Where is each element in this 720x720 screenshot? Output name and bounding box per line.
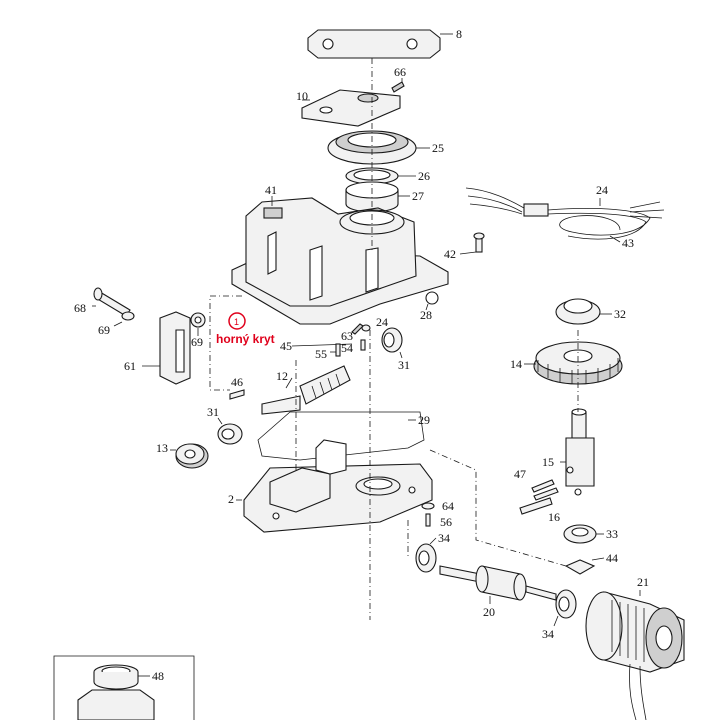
annotation-label: horný kryt	[216, 332, 275, 346]
callout-47: 47	[514, 467, 526, 481]
callout-61: 61	[124, 359, 136, 373]
part-69-washer-right: 69	[190, 312, 206, 349]
callout-41: 41	[265, 183, 277, 197]
part-20-rotor: 20	[439, 565, 557, 619]
part-56-screw: 56	[425, 513, 452, 529]
callout-48: 48	[152, 669, 164, 683]
part-33-bearing: 33	[563, 524, 618, 544]
callout-54: 54	[341, 341, 353, 355]
callout-55: 55	[315, 347, 327, 361]
callout-31a: 31	[398, 358, 410, 372]
part-21-stator: 21	[585, 575, 685, 720]
callout-25: 25	[432, 141, 444, 155]
part-12-worm-shaft: 12	[261, 365, 351, 415]
callout-15: 15	[542, 455, 554, 469]
callout-8: 8	[456, 27, 462, 41]
annotation-number: 1	[234, 317, 239, 327]
part-24-cable: 24 43	[465, 183, 665, 250]
part-32-bearing: 32	[555, 298, 626, 325]
callout-31b: 31	[207, 405, 219, 419]
callout-2: 2	[228, 492, 234, 506]
part-54-screw: 54	[341, 339, 366, 355]
part-61-bracket: 61	[124, 311, 191, 385]
callout-64: 64	[442, 499, 454, 513]
part-16-pin: 16	[519, 497, 560, 524]
part-44-washer: 44	[564, 551, 618, 575]
callout-16: 16	[548, 510, 560, 524]
callout-69b: 69	[191, 335, 203, 349]
callout-24b: 24	[376, 315, 388, 329]
callout-45: 45	[280, 339, 292, 353]
callout-24a: 24	[596, 183, 608, 197]
callout-34a: 34	[438, 531, 450, 545]
callout-46: 46	[231, 375, 243, 389]
callout-33: 33	[606, 527, 618, 541]
callout-68: 68	[74, 301, 86, 315]
part-24-grommet: 24	[361, 315, 388, 332]
callout-14: 14	[510, 357, 522, 371]
part-8-top-plate: 8	[307, 27, 462, 59]
part-14-gear: 14	[510, 341, 623, 385]
part-42-screw: 42	[444, 232, 485, 261]
part-64-washer: 64	[421, 499, 454, 513]
callout-34b: 34	[542, 627, 554, 641]
part-46-key: 46	[229, 375, 245, 400]
inset-panel: 48	[53, 655, 195, 720]
part-41-upper-cover: 41	[231, 183, 449, 325]
callout-20: 20	[483, 605, 495, 619]
callout-10: 10	[296, 89, 308, 103]
part-45-rod: 45	[280, 339, 353, 353]
part-55-screw: 55	[315, 343, 341, 361]
part-66-pin: 66	[391, 65, 406, 93]
part-26-ring: 26	[345, 167, 430, 185]
callout-28: 28	[420, 308, 432, 322]
part-13-pinion: 13	[156, 441, 209, 469]
callout-27: 27	[412, 189, 424, 203]
callout-44: 44	[606, 551, 618, 565]
part-10-plate: 10	[296, 89, 401, 127]
part-47-pins: 47	[514, 467, 559, 501]
callout-29: 29	[418, 413, 430, 427]
assembly-centerlines	[209, 58, 579, 620]
callout-21: 21	[637, 575, 649, 589]
part-28-oring: 28	[420, 291, 439, 322]
part-15-output-shaft: 15	[542, 408, 595, 496]
callout-66: 66	[394, 65, 406, 79]
part-69-washer-left: 69	[98, 311, 135, 337]
part-34-bearing-upper: 34	[415, 531, 450, 573]
callout-12: 12	[276, 369, 288, 383]
callout-43: 43	[622, 236, 634, 250]
callout-42: 42	[444, 247, 456, 261]
callout-13: 13	[156, 441, 168, 455]
part-34-bearing-lower: 34	[542, 589, 577, 641]
red-annotation: 1 horný kryt	[216, 312, 275, 346]
part-29-gasket: 29	[257, 411, 430, 461]
callout-26: 26	[418, 169, 430, 183]
callout-63: 63	[341, 329, 353, 343]
part-2-lower-housing: 2	[228, 439, 433, 533]
callout-69a: 69	[98, 323, 110, 337]
callout-56: 56	[440, 515, 452, 529]
part-27-bushing: 27	[345, 181, 424, 213]
part-31-bearing-lower: 31	[207, 405, 243, 445]
callout-32: 32	[614, 307, 626, 321]
part-68-bolt: 68	[74, 287, 131, 317]
part-25-bearing: 25	[327, 130, 444, 165]
part-31-bearing-upper: 31	[381, 327, 410, 372]
